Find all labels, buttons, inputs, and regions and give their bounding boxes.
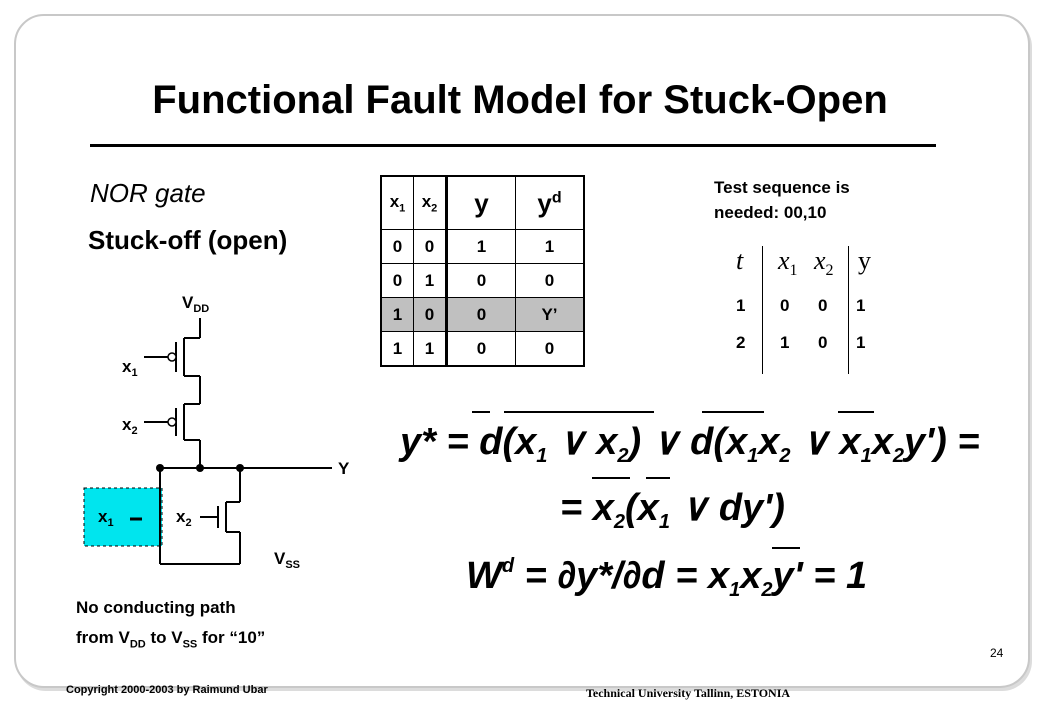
- header-x2: x2: [413, 175, 448, 230]
- page-number: 24: [990, 646, 1004, 660]
- header-x1: x1: [380, 175, 414, 230]
- test-sequence-line1: Test sequence is: [714, 178, 850, 197]
- output-label: Y: [338, 459, 350, 478]
- pmos1-bubble: [167, 352, 177, 362]
- seq-header-x2: x2: [814, 246, 834, 280]
- test-sequence-note: Test sequence is needed: 00,10: [714, 175, 850, 225]
- cell: Y’: [515, 297, 585, 332]
- table-row: 1 1 0 0: [380, 331, 585, 367]
- pmos2-bubble: [167, 417, 177, 427]
- truth-table-header: x1 x2 y yd: [380, 175, 585, 230]
- eq1-lhs: y* = d(x1 ∨ x2) ∨ d(x1x2 ∨ x1x2y') =: [398, 421, 980, 467]
- node-center: [196, 464, 204, 472]
- slide-title: Functional Fault Model for Stuck-Open: [152, 78, 888, 122]
- seq-cell: 2: [736, 333, 746, 352]
- seq-header-y: y: [858, 246, 871, 275]
- cell: 0: [413, 229, 448, 264]
- fault-label: Stuck-off (open): [88, 225, 288, 255]
- eq3: Wd = ∂y*/∂d = x1x2y' = 1: [466, 555, 867, 601]
- cell: 1: [515, 229, 585, 264]
- table-row-highlighted: 1 0 0 Y’: [380, 297, 585, 332]
- gate-label: NOR gate: [90, 178, 206, 208]
- cell: 0: [380, 229, 414, 264]
- seq-cell: 0: [818, 333, 828, 352]
- cell: 1: [413, 331, 448, 367]
- note-line2: from VDD to VSS for “10”: [76, 628, 266, 651]
- seq-cell: 1: [856, 296, 866, 315]
- header-yd: yd: [515, 175, 585, 230]
- vdd-label: VDD: [182, 293, 209, 315]
- seq-cell: 1: [856, 333, 866, 352]
- cell: 1: [380, 297, 414, 332]
- seq-cell: 1: [736, 296, 746, 315]
- seq-cell: 0: [780, 296, 790, 315]
- equations: y* = d(x1 ∨ x2) ∨ d(x1x2 ∨ x1x2y') = = x…: [398, 411, 980, 601]
- equation-wd: Wd = ∂y*/∂d = x1x2y' = 1: [466, 547, 867, 601]
- seq-divider-right: [848, 246, 849, 374]
- cell: 1: [380, 331, 414, 367]
- conduction-note: No conducting path from VDD to VSS for “…: [76, 593, 265, 659]
- header-y: y: [446, 175, 516, 230]
- equation-y-star: y* = d(x1 ∨ x2) ∨ d(x1x2 ∨ x1x2y') =: [398, 411, 980, 467]
- equation-simplified: = x2(x1 ∨ dy'): [560, 477, 785, 533]
- table-row: 0 1 0 0: [380, 263, 585, 298]
- seq-cell: 0: [818, 296, 828, 315]
- cell: 0: [515, 331, 585, 367]
- cell: 1: [413, 263, 448, 298]
- seq-header-x1: x1: [778, 246, 798, 280]
- cell: 0: [446, 331, 516, 367]
- eq2: = x2(x1 ∨ dy'): [560, 487, 785, 533]
- title-underline: [90, 144, 936, 147]
- cell: 0: [446, 263, 516, 298]
- test-sequence-line2: needed: 00,10: [714, 203, 827, 222]
- input-x1-bottom: x1: [98, 507, 114, 529]
- seq-header-t: t: [736, 246, 744, 275]
- truth-table: x1 x2 y yd 0 0 1 1 0 1 0 0 1 0 0 Y’ 1 1 …: [380, 175, 585, 367]
- institution: Technical University Tallinn, ESTONIA: [586, 686, 791, 700]
- cell: 0: [380, 263, 414, 298]
- seq-divider-left: [762, 246, 763, 374]
- copyright: Copyright 2000-2003 by Raimund Ubar: [66, 684, 268, 696]
- cell: 0: [413, 297, 448, 332]
- table-row: 0 0 1 1: [380, 229, 585, 264]
- vss-label: VSS: [274, 549, 300, 571]
- input-x1-top: x1: [122, 357, 138, 379]
- cell: 1: [446, 229, 516, 264]
- seq-cell: 1: [780, 333, 790, 352]
- cell: 0: [446, 297, 516, 332]
- input-x2-bottom: x2: [176, 507, 192, 529]
- input-x2-top: x2: [122, 415, 138, 437]
- note-line1: No conducting path: [76, 598, 236, 617]
- cell: 0: [515, 263, 585, 298]
- nor-gate-schematic: VDD x1 x2 Y x1 x2 VSS: [83, 293, 350, 571]
- fault-highlight-box: [83, 487, 163, 547]
